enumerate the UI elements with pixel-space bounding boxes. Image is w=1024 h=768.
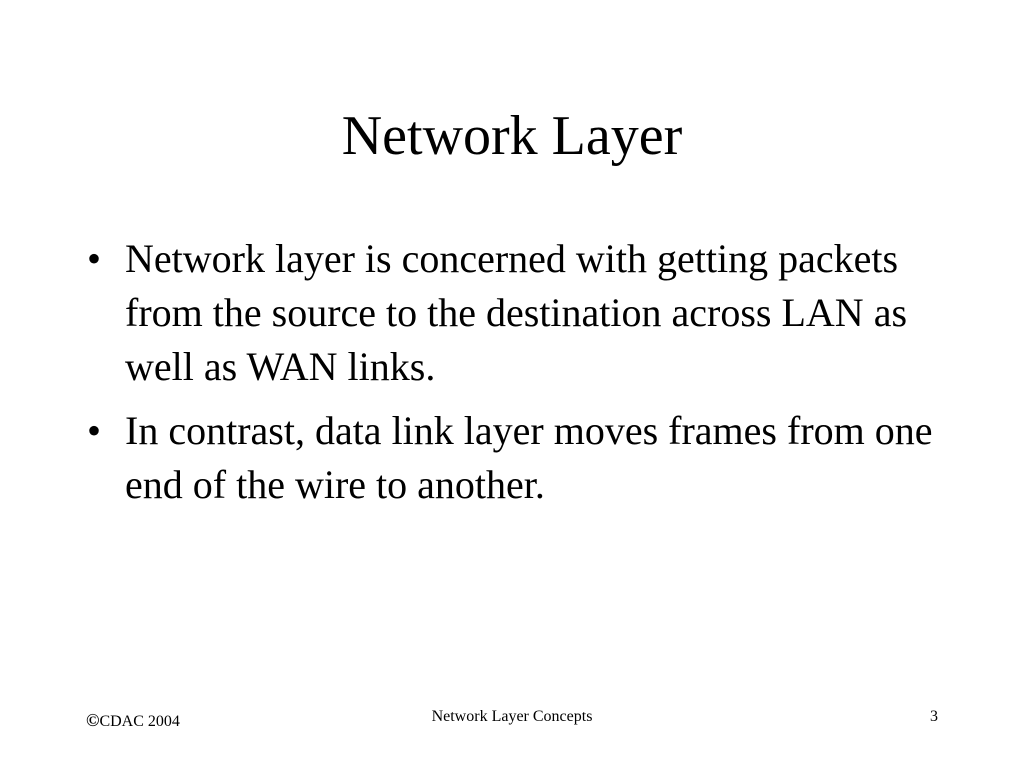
copyright-icon: © [86, 710, 100, 730]
bullet-text: Network layer is concerned with getting … [125, 236, 908, 389]
slide-title: Network Layer [341, 105, 683, 167]
copyright-text: CDAC 2004 [99, 713, 180, 730]
footer-copyright: ©CDAC 2004 [86, 710, 180, 732]
bullet-text: In contrast, data link layer moves frame… [125, 408, 933, 507]
bullet-icon: • [87, 408, 102, 453]
footer-title: Network Layer Concepts [431, 708, 593, 725]
bullet-list: • Network layer is concerned with gettin… [85, 232, 945, 522]
page-number: 3 [930, 708, 938, 725]
bullet-icon: • [87, 236, 102, 281]
bullet-item: • Network layer is concerned with gettin… [85, 232, 945, 394]
bullet-item: • In contrast, data link layer moves fra… [85, 404, 945, 512]
